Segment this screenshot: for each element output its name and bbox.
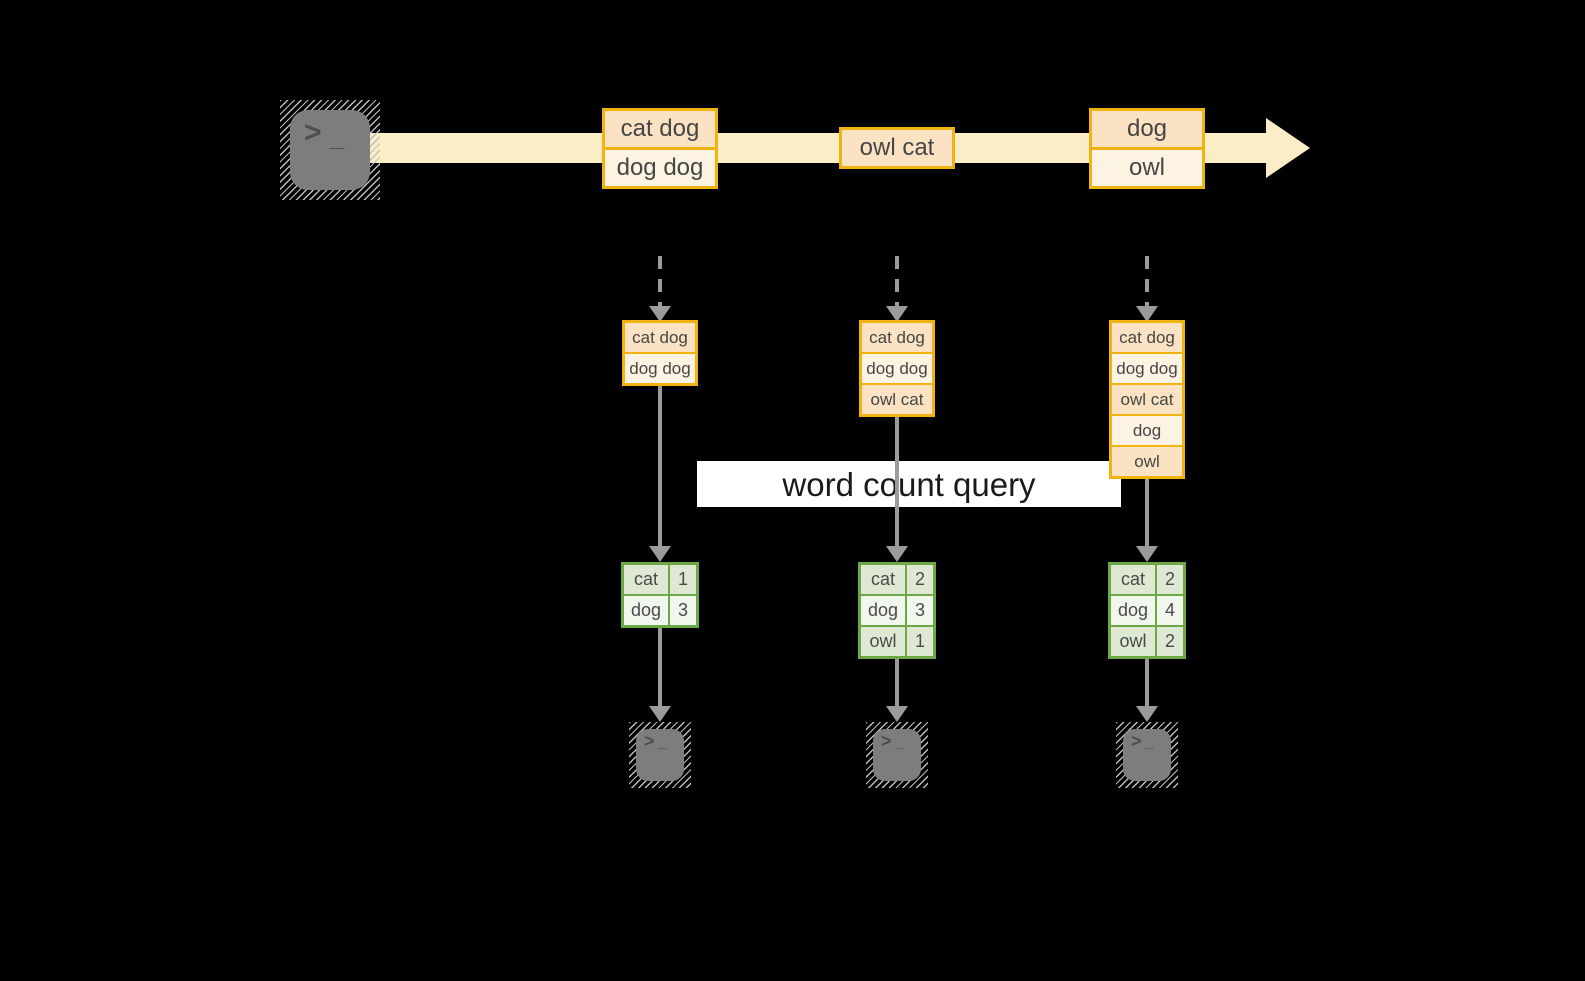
- prompt-underscore-icon: _: [330, 122, 345, 152]
- state-box-3: cat dog dog dog owl cat dog owl: [1109, 320, 1185, 479]
- count-table-2: cat 2 dog 3 owl 1: [858, 562, 936, 659]
- ingest-arrow-1: [658, 256, 662, 306]
- prompt-chevron-icon: >: [304, 116, 322, 149]
- word-cell: dog: [861, 596, 905, 625]
- state-record: cat dog: [862, 323, 932, 352]
- terminal-output-icon-2: > _: [866, 722, 928, 788]
- query-arrow-3: [1145, 479, 1149, 546]
- state-box-2: cat dog dog dog owl cat: [859, 320, 935, 417]
- prompt-chevron-icon: >: [644, 731, 655, 751]
- ingest-arrowhead-2: [886, 306, 908, 322]
- terminal-icon-body: > _: [290, 110, 370, 190]
- word-cell: cat: [1111, 565, 1155, 594]
- output-arrowhead-3: [1136, 706, 1158, 722]
- stream-record: cat dog: [605, 111, 715, 147]
- stream-record: dog: [1092, 111, 1202, 147]
- output-arrow-1: [658, 628, 662, 706]
- terminal-output-icon-1: > _: [629, 722, 691, 788]
- state-record: owl cat: [862, 383, 932, 414]
- terminal-output-icon-3: > _: [1116, 722, 1178, 788]
- state-record: dog dog: [625, 352, 695, 383]
- state-record: owl cat: [1112, 383, 1182, 414]
- output-arrow-3: [1145, 659, 1149, 706]
- ingest-arrow-2: [895, 256, 899, 306]
- word-cell: cat: [624, 565, 668, 594]
- state-record: owl: [1112, 445, 1182, 476]
- word-cell: cat: [861, 565, 905, 594]
- query-arrowhead-3: [1136, 546, 1158, 562]
- ingest-arrowhead-1: [649, 306, 671, 322]
- state-record: dog dog: [862, 352, 932, 383]
- count-cell: 2: [1157, 565, 1183, 594]
- prompt-underscore-icon: _: [895, 734, 904, 751]
- prompt-underscore-icon: _: [658, 734, 667, 751]
- terminal-icon-body: > _: [636, 729, 684, 781]
- terminal-source-icon: > _: [280, 100, 380, 200]
- query-arrow-1: [658, 386, 662, 546]
- word-cell: owl: [1111, 627, 1155, 656]
- stream-batch-1: cat dog dog dog: [602, 108, 718, 189]
- query-arrowhead-1: [649, 546, 671, 562]
- word-cell: dog: [624, 596, 668, 625]
- word-cell: owl: [861, 627, 905, 656]
- stream-record: owl cat: [842, 130, 952, 166]
- output-arrowhead-1: [649, 706, 671, 722]
- count-cell: 1: [670, 565, 696, 594]
- stream-record: owl: [1092, 147, 1202, 186]
- state-record: cat dog: [625, 323, 695, 352]
- count-cell: 1: [907, 627, 933, 656]
- prompt-chevron-icon: >: [1131, 731, 1142, 751]
- query-arrowhead-2: [886, 546, 908, 562]
- count-cell: 3: [670, 596, 696, 625]
- count-cell: 2: [907, 565, 933, 594]
- query-arrow-2: [895, 417, 899, 546]
- prompt-chevron-icon: >: [881, 731, 892, 751]
- prompt-underscore-icon: _: [1145, 734, 1154, 751]
- terminal-icon-body: > _: [873, 729, 921, 781]
- count-table-1: cat 1 dog 3: [621, 562, 699, 628]
- stream-arrowhead-icon: [1266, 118, 1310, 178]
- state-record: cat dog: [1112, 323, 1182, 352]
- state-box-1: cat dog dog dog: [622, 320, 698, 386]
- output-arrow-2: [895, 659, 899, 706]
- count-cell: 3: [907, 596, 933, 625]
- stream-batch-2: owl cat: [839, 127, 955, 169]
- state-record: dog dog: [1112, 352, 1182, 383]
- stream-batch-3: dog owl: [1089, 108, 1205, 189]
- ingest-arrowhead-3: [1136, 306, 1158, 322]
- query-label: word count query: [697, 461, 1121, 507]
- ingest-arrow-3: [1145, 256, 1149, 306]
- word-cell: dog: [1111, 596, 1155, 625]
- terminal-icon-body: > _: [1123, 729, 1171, 781]
- count-cell: 4: [1157, 596, 1183, 625]
- state-record: dog: [1112, 414, 1182, 445]
- stream-record: dog dog: [605, 147, 715, 186]
- output-arrowhead-2: [886, 706, 908, 722]
- count-cell: 2: [1157, 627, 1183, 656]
- count-table-3: cat 2 dog 4 owl 2: [1108, 562, 1186, 659]
